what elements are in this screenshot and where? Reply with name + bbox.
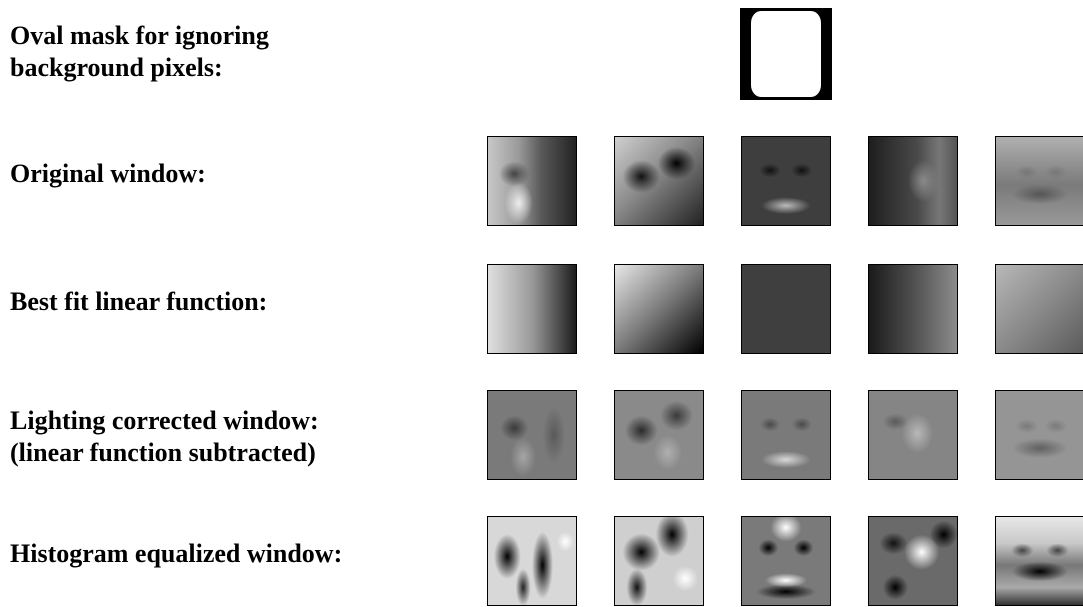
- corrected-window-4: [868, 390, 958, 480]
- original-window-1: [487, 136, 577, 226]
- equalized-window-2: [614, 516, 704, 606]
- equalized-window-4: [868, 516, 958, 606]
- oval-mask-hole: [751, 11, 821, 97]
- equalized-window-5: [995, 516, 1083, 606]
- label-oval-mask-line2: background pixels:: [10, 53, 223, 82]
- linear-fit-2: [614, 264, 704, 354]
- label-lighting-corrected-line1: Lighting corrected window:: [10, 406, 319, 435]
- linear-fit-4: [868, 264, 958, 354]
- corrected-window-2: [614, 390, 704, 480]
- label-lighting-corrected: Lighting corrected window: (linear funct…: [10, 405, 319, 469]
- corrected-window-5: [995, 390, 1083, 480]
- label-best-fit-linear: Best fit linear function:: [10, 287, 268, 316]
- oval-mask-image: [740, 8, 832, 100]
- original-window-4: [868, 136, 958, 226]
- original-window-5: [995, 136, 1083, 226]
- corrected-window-1: [487, 390, 577, 480]
- label-histogram-equalized: Histogram equalized window:: [10, 539, 343, 568]
- label-oval-mask-line1: Oval mask for ignoring: [10, 21, 269, 50]
- linear-fit-5: [995, 264, 1083, 354]
- corrected-window-3: [741, 390, 831, 480]
- label-original-window: Original window:: [10, 159, 206, 188]
- original-window-3: [741, 136, 831, 226]
- linear-fit-3: [741, 264, 831, 354]
- equalized-window-1: [487, 516, 577, 606]
- original-window-2: [614, 136, 704, 226]
- label-lighting-corrected-line2: (linear function subtracted): [10, 438, 316, 467]
- label-oval-mask: Oval mask for ignoring background pixels…: [10, 20, 269, 84]
- linear-fit-1: [487, 264, 577, 354]
- equalized-window-3: [741, 516, 831, 606]
